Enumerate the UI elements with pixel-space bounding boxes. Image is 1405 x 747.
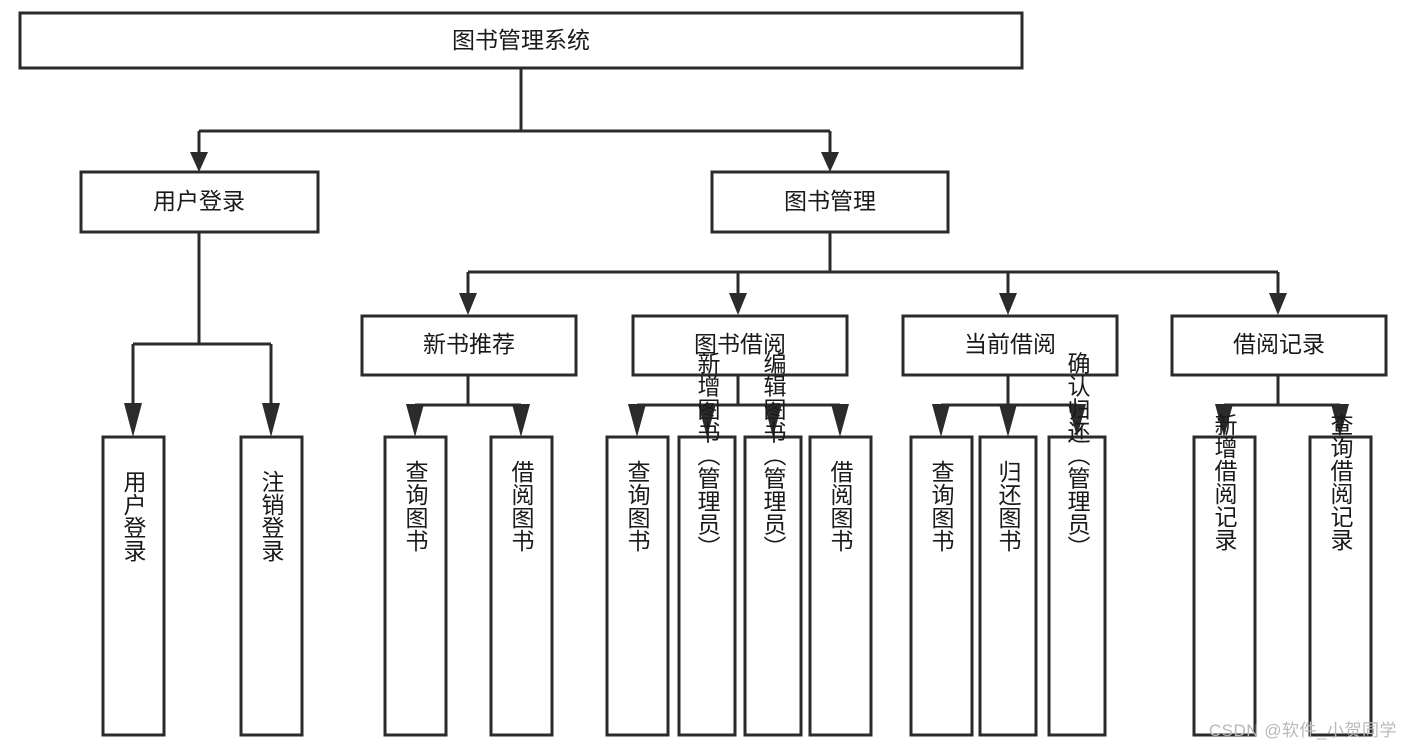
- leaf-book-borrow-4[interactable]: 借阅图书: [808, 435, 873, 737]
- leaf-user-login-1-label: 用户登录: [120, 470, 147, 562]
- node-root-box: [18, 11, 1024, 70]
- leaf-user-login-2[interactable]: 注销登录: [239, 435, 304, 737]
- leaf-current-borrow-2-box: [978, 435, 1038, 737]
- leaf-current-borrow-1[interactable]: 查询图书: [909, 435, 974, 737]
- arrow-to-new-book: [459, 293, 477, 315]
- leaf-book-borrow-3-label: 编辑图书（管理员）: [760, 352, 787, 559]
- arrow-to-borrow-record: [1269, 293, 1287, 315]
- leaf-borrow-record-1-box: [1192, 435, 1257, 737]
- node-book-borrow-label: 图书借阅: [694, 331, 786, 357]
- node-borrow-record[interactable]: 借阅记录: [1170, 314, 1388, 377]
- connector-layer: [124, 68, 1349, 437]
- leaf-new-book-1[interactable]: 查询图书: [383, 435, 448, 737]
- node-current-borrow[interactable]: 当前借阅: [901, 314, 1119, 377]
- leaf-current-borrow-3-label: 确认归还（管理员）: [1064, 352, 1091, 559]
- leaf-new-book-1-label: 查询图书: [402, 460, 429, 552]
- leaf-book-borrow-2-label: 新增图书（管理员）: [694, 352, 721, 559]
- leaf-new-book-2-label: 借阅图书: [508, 460, 535, 552]
- leaf-book-borrow-2-box: [677, 435, 737, 737]
- arrow-root-to-user-login: [190, 152, 208, 172]
- node-new-book-recommend-box: [360, 314, 578, 377]
- leaf-current-borrow-3-box: [1047, 435, 1107, 737]
- arrow-user-login-leaf-2: [262, 403, 280, 437]
- leaf-user-login-2-label: 注销登录: [258, 470, 285, 562]
- arrow-current-borrow-leaf-1: [932, 404, 950, 437]
- arrow-book-borrow-leaf-4: [831, 404, 849, 437]
- node-borrow-record-label: 借阅记录: [1233, 331, 1325, 357]
- node-new-book-recommend-label: 新书推荐: [423, 331, 515, 357]
- node-borrow-record-box: [1170, 314, 1388, 377]
- leaf-book-borrow-4-label: 借阅图书: [827, 460, 854, 552]
- leaf-borrow-record-1[interactable]: 新增借阅记录: [1192, 413, 1257, 737]
- arrow-to-current-borrow: [999, 293, 1017, 315]
- leaf-current-borrow-3[interactable]: 确认归还（管理员）: [1047, 352, 1107, 737]
- arrow-book-borrow-leaf-1: [628, 404, 646, 437]
- leaf-user-login-1-box: [101, 435, 166, 737]
- arrow-user-login-leaf-1: [124, 403, 142, 437]
- leaf-user-login-2-box: [239, 435, 304, 737]
- node-book-borrow[interactable]: 图书借阅: [631, 314, 849, 377]
- node-current-borrow-label: 当前借阅: [964, 331, 1056, 357]
- leaf-borrow-record-2[interactable]: 查询借阅记录: [1308, 413, 1373, 737]
- arrow-current-borrow-leaf-2: [999, 404, 1017, 437]
- node-user-login[interactable]: 用户登录: [79, 170, 320, 234]
- arrow-root-to-book-manage: [821, 152, 839, 172]
- leaf-new-book-2-box: [489, 435, 554, 737]
- arrow-current-borrow-leaf-3: [1068, 404, 1086, 437]
- node-user-login-label: 用户登录: [153, 188, 245, 214]
- leaf-book-borrow-1-box: [605, 435, 670, 737]
- leaf-current-borrow-2-label: 归还图书: [995, 460, 1022, 552]
- arrow-borrow-record-leaf-2: [1331, 404, 1349, 437]
- leaf-book-borrow-4-box: [808, 435, 873, 737]
- leaf-user-login-1[interactable]: 用户登录: [101, 435, 166, 737]
- leaf-book-borrow-1-label: 查询图书: [624, 460, 651, 552]
- leaf-new-book-1-box: [383, 435, 448, 737]
- arrow-new-book-leaf-1: [406, 404, 424, 437]
- node-user-login-box: [79, 170, 320, 234]
- node-book-manage-label: 图书管理: [784, 188, 876, 214]
- leaf-borrow-record-1-label: 新增借阅记录: [1211, 413, 1238, 551]
- leaf-book-borrow-2[interactable]: 新增图书（管理员）: [677, 352, 737, 737]
- leaf-book-borrow-1[interactable]: 查询图书: [605, 435, 670, 737]
- leaf-current-borrow-1-label: 查询图书: [928, 460, 955, 552]
- leaf-book-borrow-3-box: [743, 435, 803, 737]
- leaf-borrow-record-2-box: [1308, 435, 1373, 737]
- node-new-book-recommend[interactable]: 新书推荐: [360, 314, 578, 377]
- node-root-label: 图书管理系统: [452, 27, 590, 53]
- node-current-borrow-box: [901, 314, 1119, 377]
- leaf-current-borrow-1-box: [909, 435, 974, 737]
- arrow-book-borrow-leaf-3: [764, 404, 782, 437]
- node-book-manage[interactable]: 图书管理: [710, 170, 950, 234]
- leaf-new-book-2[interactable]: 借阅图书: [489, 435, 554, 737]
- node-book-manage-box: [710, 170, 950, 234]
- arrow-to-book-borrow: [729, 293, 747, 315]
- node-root-system[interactable]: 图书管理系统: [18, 11, 1024, 70]
- node-book-borrow-box: [631, 314, 849, 377]
- arrow-borrow-record-leaf-1: [1215, 404, 1233, 437]
- arrow-book-borrow-leaf-2: [698, 404, 716, 437]
- leaf-current-borrow-2[interactable]: 归还图书: [978, 435, 1038, 737]
- leaf-borrow-record-2-label: 查询借阅记录: [1327, 413, 1354, 551]
- arrow-new-book-leaf-2: [512, 404, 530, 437]
- leaf-book-borrow-3[interactable]: 编辑图书（管理员）: [743, 352, 803, 737]
